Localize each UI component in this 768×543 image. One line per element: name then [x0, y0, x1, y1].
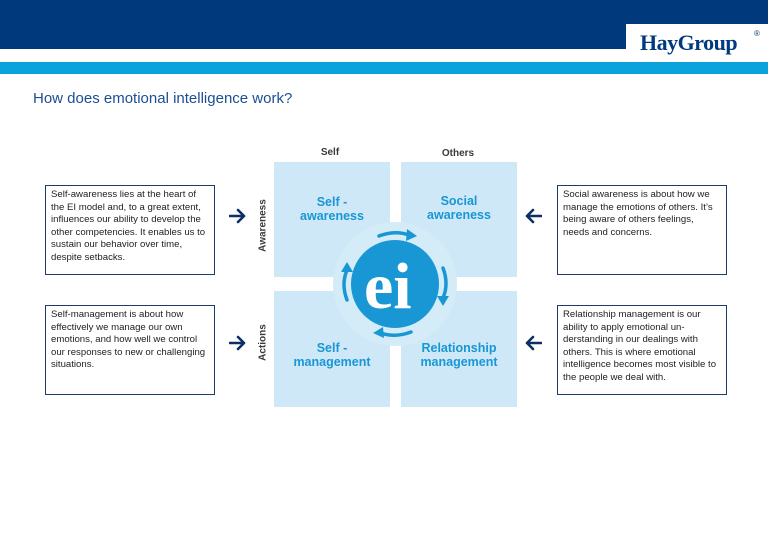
description-self-awareness: Self-awareness lies at the heart of the …	[45, 185, 215, 275]
logo: HayGroup ®	[626, 24, 768, 62]
arrow-right-icon	[229, 335, 246, 351]
arrow-left-icon	[525, 208, 542, 224]
logo-text: HayGroup	[640, 30, 738, 55]
ei-logo-icon: ei	[364, 250, 412, 323]
quadrant-label-social-awareness: Social awareness	[427, 194, 491, 222]
description-self-management: Self-management is about how effectively…	[45, 305, 215, 395]
quadrant-label-self-awareness: Self - awareness	[300, 195, 364, 223]
cycle-arrow-icon	[341, 229, 449, 338]
logo-registered-mark: ®	[754, 29, 760, 38]
row-label-actions: Actions	[257, 324, 269, 361]
ei-circle	[351, 240, 439, 328]
ei-logo-text: ei	[364, 250, 412, 323]
description-social-awareness: Social awareness is about how we manage …	[557, 185, 727, 275]
header-stripe	[0, 62, 768, 74]
description-relationship-management: Relationship management is our ability t…	[557, 305, 727, 395]
arrow-right-icon	[229, 208, 246, 224]
arrow-left-icon	[525, 335, 542, 351]
page-title: How does emotional intelligence work?	[33, 90, 293, 107]
quadrant-label-self-management: Self - management	[293, 341, 371, 369]
column-label-others: Others	[441, 148, 475, 159]
quadrant-label-relationship-management: Relationship management	[420, 341, 498, 369]
column-label-self: Self	[320, 147, 340, 158]
row-label-awareness: Awareness	[257, 199, 269, 252]
